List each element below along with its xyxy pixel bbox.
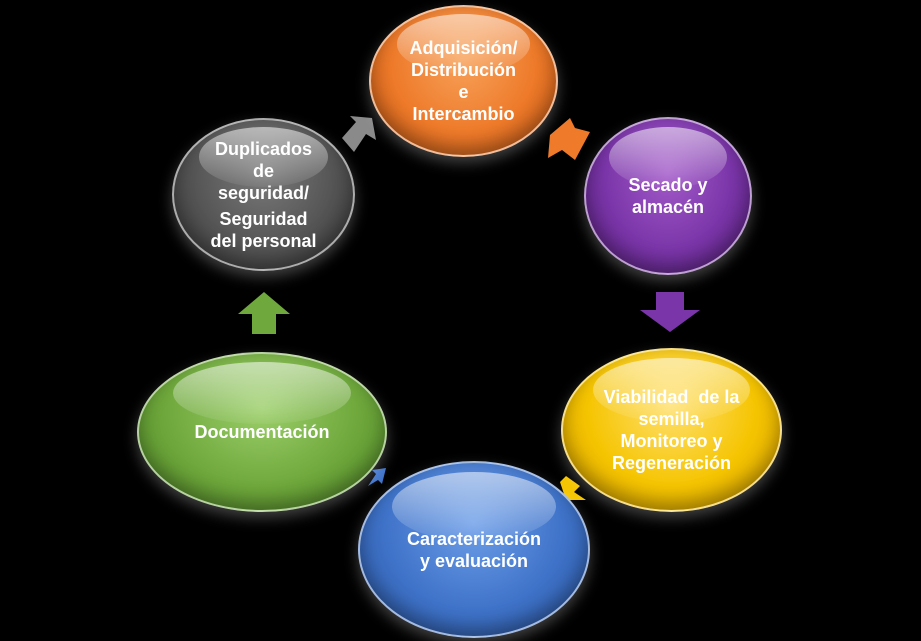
arrow-documentacion-to-duplicados xyxy=(238,292,290,334)
node-caracterizacion-label: Caracterización y evaluación xyxy=(406,528,542,571)
node-secado: Secado y almacén xyxy=(584,117,752,275)
node-documentacion-label: Documentación xyxy=(194,422,330,442)
node-adquisicion-label: Adquisición/ Distribución e Intercambio xyxy=(409,38,518,124)
arrow-adquisicion-to-secado xyxy=(548,118,590,160)
node-viabilidad-label: Viabilidad de la semilla, Monitoreo y Re… xyxy=(603,387,740,473)
arrow-secado-to-viabilidad xyxy=(640,292,700,332)
node-secado-label: Secado y almacén xyxy=(628,175,708,217)
node-caracterizacion: Caracterización y evaluación xyxy=(358,461,590,638)
arrow-viabilidad-to-caracterizacion xyxy=(560,476,586,500)
node-duplicados: Duplicados de seguridad/ Seguridad del p… xyxy=(172,118,355,271)
node-adquisicion: Adquisición/ Distribución e Intercambio xyxy=(369,5,558,157)
node-documentacion: Documentación xyxy=(137,352,387,512)
node-duplicados-label: Duplicados de seguridad/ Seguridad del p… xyxy=(210,138,317,251)
arrow-duplicados-to-adquisicion xyxy=(342,116,376,152)
node-viabilidad: Viabilidad de la semilla, Monitoreo y Re… xyxy=(561,348,782,512)
arrow-caracterizacion-to-documentacion xyxy=(368,468,386,486)
